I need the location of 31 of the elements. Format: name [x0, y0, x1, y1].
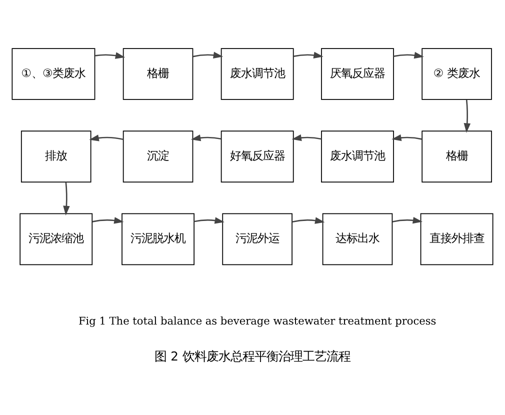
- node-box: 沉淀: [122, 130, 194, 182]
- arrow: [392, 134, 422, 141]
- arrow: [294, 51, 324, 58]
- node-box: ①、③类废水: [12, 48, 96, 100]
- node-box: 污泥脱水机: [122, 212, 194, 265]
- arrow: [392, 216, 423, 224]
- node-box: 废水调节池: [321, 130, 394, 182]
- node-box: 污泥外运: [222, 212, 292, 265]
- arrow: [292, 134, 322, 141]
- node-box: ② 类废水: [422, 48, 492, 100]
- node-box: 好氧反应器: [220, 130, 294, 182]
- arrow: [194, 216, 224, 224]
- arrow: [95, 52, 126, 58]
- arrow: [92, 216, 124, 224]
- node-box: 排放: [20, 130, 92, 182]
- label: Fig 1 The total balance as beverage wastewater treatment process: [78, 315, 436, 328]
- arrow: [63, 182, 70, 215]
- arrow: [89, 134, 124, 141]
- caption: 图 2 饮料废水总程平衡治理工艺流程: [154, 349, 350, 364]
- node-box: 直接外排查: [420, 212, 494, 265]
- arrow: [292, 216, 325, 224]
- arrow: [190, 134, 222, 141]
- node-box: 污泥浓缩池: [20, 212, 93, 265]
- arrow: [464, 99, 471, 132]
- node-box: 格栅: [122, 48, 194, 100]
- node-box: 厌氧反应器: [321, 48, 394, 100]
- arrow: [393, 51, 424, 58]
- node-box: 格栅: [422, 130, 492, 182]
- arrow: [192, 51, 224, 58]
- node-box: 达标出水: [322, 212, 393, 265]
- node-box: 废水调节池: [220, 48, 294, 100]
